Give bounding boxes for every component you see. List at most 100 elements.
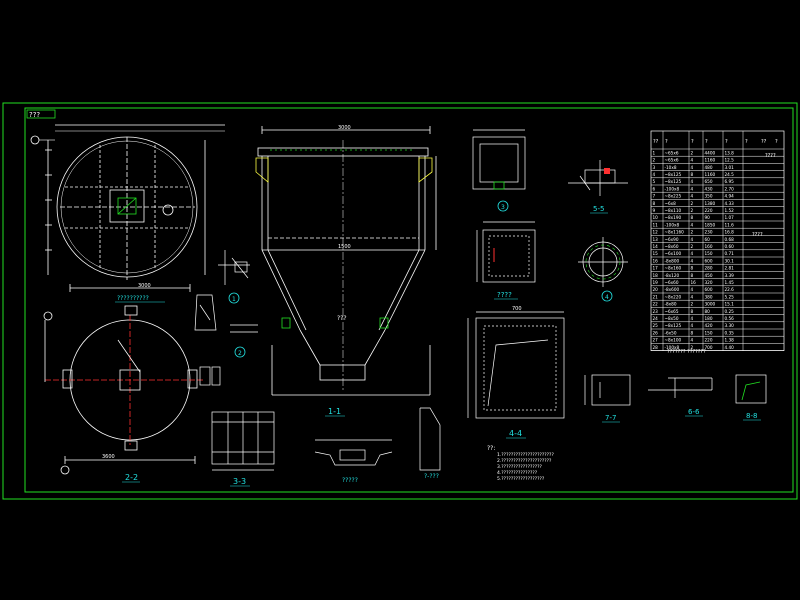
section-7-7-view — [584, 374, 631, 406]
table-row-cell: 22.6 — [725, 287, 735, 292]
hopper-left-joint — [281, 317, 291, 329]
table-row-cell: 8 — [691, 330, 694, 335]
table-row-cell: 15 — [653, 251, 659, 256]
marker-circle-a — [30, 135, 40, 145]
flange-ring-accent — [585, 244, 621, 280]
table-row-cell: 16 — [691, 280, 697, 285]
section-5-5-label: 5-5 — [593, 205, 604, 213]
table-row-cell: 10 — [653, 215, 659, 220]
table-row-cell: 1160 — [705, 158, 716, 163]
plan-hatch-diagonal — [117, 197, 137, 215]
table-header-cell: ? — [775, 139, 778, 145]
table-row-cell: 0.68 — [725, 237, 735, 242]
table-row-cell: ~8x1160 — [665, 230, 685, 235]
marker-4 — [601, 290, 613, 302]
note-2: 2.????????????????????? — [497, 458, 552, 464]
section-3-3-view — [211, 411, 275, 471]
table-row-cell: 350 — [705, 194, 713, 199]
table-row-cell: 22 — [653, 302, 659, 307]
note-4: 4.??????????????? — [497, 470, 538, 476]
table-row-cell: -100x8 — [665, 345, 680, 350]
drawing-frame — [24, 107, 794, 493]
table-row-cell: 4 — [691, 338, 694, 343]
table-row-cell: 0.71 — [725, 251, 735, 256]
table-row-cell: 0.60 — [725, 244, 735, 249]
marker-circle-b — [43, 311, 53, 321]
table-header-cell: ?? — [653, 139, 659, 145]
detail-1 — [218, 250, 250, 285]
channel-label: ????? — [342, 477, 358, 484]
table-row-cell: 4400 — [705, 150, 716, 155]
section-2-2-view — [44, 305, 205, 464]
sheet-border — [2, 102, 798, 500]
table-row-cell: ~6x60 — [665, 280, 679, 285]
table-row-cell: ~6x100 — [665, 251, 682, 256]
table-row-cell: 1.38 — [725, 338, 735, 343]
table-row-cell: 28 — [653, 345, 659, 350]
hopper-mid-dim: 1500 — [338, 244, 351, 250]
table-row-cell: 18 — [653, 273, 659, 278]
table-row-cell: 8 — [691, 172, 694, 177]
table-row-cell: 80 — [705, 309, 711, 314]
table-row-cell: 9 — [653, 208, 656, 213]
table-row-cell: 24.5 — [725, 172, 735, 177]
table-row-cell: 1.45 — [725, 280, 735, 285]
table-row-cell: 25 — [653, 323, 659, 328]
detail-box-view — [476, 221, 536, 283]
marker-2 — [234, 346, 246, 358]
table-row-cell: 4 — [691, 316, 694, 321]
table-row-cell: 2 — [691, 230, 694, 235]
table-row-cell: 20 — [653, 287, 659, 292]
table-row-cell: 650 — [705, 179, 713, 184]
table-row-cell: 24 — [653, 316, 659, 321]
detail-3 — [199, 366, 221, 386]
section-1-1-label: 1-1 — [328, 407, 341, 416]
table-row-cell: ~8x190 — [665, 215, 682, 220]
table-row-cell: 2 — [691, 201, 694, 206]
table-row-cell: 3.39 — [725, 273, 735, 278]
table-row-cell: 0.56 — [725, 316, 735, 321]
table-row-cell: -10x8 — [665, 165, 677, 170]
sec44-dim: 700 — [512, 306, 522, 312]
table-row-cell: 0.25 — [725, 309, 735, 314]
section-8-8-curve — [741, 381, 761, 401]
table-row-cell: ~8x125 — [665, 179, 682, 184]
table-row-cell: 3.30 — [725, 323, 735, 328]
table-row-cell: 11 — [653, 222, 659, 227]
plan-caption: ?????????? — [117, 295, 149, 302]
table-row-cell: ~8x160 — [665, 266, 682, 271]
table-row-cell: 1.07 — [725, 215, 735, 220]
table-row-cell: 12.5 — [725, 158, 735, 163]
table-row-cell: 160 — [705, 244, 713, 249]
plan-hatch — [117, 197, 137, 215]
table-row-cell: 380 — [705, 294, 713, 299]
table-row-cell: 8 — [691, 266, 694, 271]
table-row-cell: 3 — [653, 165, 656, 170]
table-row-cell: ~6x65 — [665, 309, 679, 314]
table-row-cell: 4 — [691, 179, 694, 184]
section-3-3-label: 3-3 — [233, 477, 246, 486]
table-row-cell: 4 — [691, 251, 694, 256]
table-row-cell: 4 — [691, 294, 694, 299]
table-side-label-top: ???? — [765, 153, 776, 159]
table-row-cell: ~65x6 — [665, 158, 679, 163]
table-row-cell: 4 — [691, 287, 694, 292]
marker-4-label: 4 — [605, 294, 609, 301]
hopper-unk-box: ??? — [337, 315, 347, 322]
detail-2 — [194, 294, 258, 333]
detail-a-view — [472, 129, 526, 190]
table-header-cell: ? — [665, 139, 668, 145]
note-3: 3.????????????????? — [497, 464, 543, 470]
table-row-cell: 4 — [691, 158, 694, 163]
table-row-cell: 3.01 — [725, 165, 735, 170]
table-row-cell: 16 — [653, 258, 659, 263]
table-row-cell: 600 — [705, 287, 713, 292]
table-row-cell: 4 — [691, 222, 694, 227]
table-row-cell: 13 — [653, 237, 659, 242]
table-row-cell: 60 — [705, 237, 711, 242]
table-side-label-mid: ???? — [752, 232, 763, 238]
table-row-cell: 320 — [705, 280, 713, 285]
table-row-cell: 480 — [705, 165, 713, 170]
hopper-section-1-1 — [257, 126, 437, 396]
